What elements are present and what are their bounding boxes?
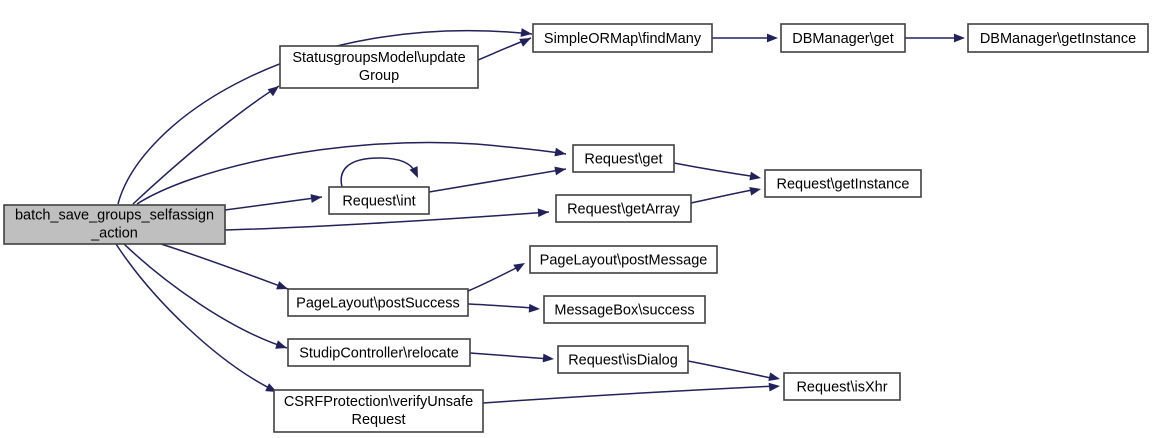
node-label-dbgetInstance: DBManager\getInstance bbox=[980, 31, 1136, 47]
node-msgboxSuccess[interactable]: MessageBox\success bbox=[543, 295, 706, 324]
node-isDialog[interactable]: Request\isDialog bbox=[557, 345, 689, 374]
arrowhead bbox=[537, 208, 549, 218]
node-label-dbget: DBManager\get bbox=[792, 31, 894, 47]
arrowhead bbox=[749, 171, 761, 181]
node-label-isXhr: Request\isXhr bbox=[796, 379, 887, 395]
node-label-reqgetArray: Request\getArray bbox=[567, 201, 681, 217]
arrowhead bbox=[554, 166, 566, 176]
node-label-postSuccess: PageLayout\postSuccess bbox=[296, 295, 460, 311]
node-postMessage[interactable]: PageLayout\postMessage bbox=[529, 245, 718, 274]
node-box-msgboxSuccess[interactable] bbox=[543, 295, 706, 324]
node-box-reqint[interactable] bbox=[328, 186, 430, 215]
arrowhead bbox=[310, 194, 322, 203]
node-label-reqint: Request\int bbox=[342, 193, 415, 209]
edge-reqint-to-reqint bbox=[340, 157, 416, 188]
edge-batch_save-to-reqget bbox=[136, 141, 567, 205]
edge-batch_save-to-reqgetArray bbox=[224, 211, 550, 231]
node-box-batch_save[interactable] bbox=[3, 204, 226, 245]
node-label-verifyUnsafe-line1: CSRFProtection\verifyUnsafe bbox=[284, 394, 473, 410]
node-box-postSuccess[interactable] bbox=[287, 288, 469, 317]
node-box-reqgetArray[interactable] bbox=[555, 194, 692, 223]
node-box-dbgetInstance[interactable] bbox=[967, 23, 1149, 53]
edge-postSuccess-to-msgboxSuccess bbox=[467, 303, 537, 309]
arrowhead bbox=[276, 281, 288, 290]
node-label-isDialog: Request\isDialog bbox=[568, 352, 678, 368]
arrowhead bbox=[409, 166, 418, 178]
node-box-verifyUnsafe[interactable] bbox=[273, 389, 484, 433]
edge-reqget-to-reqgetInstance bbox=[673, 162, 758, 178]
node-box-postMessage[interactable] bbox=[529, 245, 718, 274]
node-dbget[interactable]: DBManager\get bbox=[780, 23, 906, 53]
node-box-relocate[interactable] bbox=[287, 338, 471, 367]
node-reqgetArray[interactable]: Request\getArray bbox=[555, 194, 692, 223]
node-dbgetInstance[interactable]: DBManager\getInstance bbox=[967, 23, 1149, 53]
node-box-findMany[interactable] bbox=[532, 23, 713, 53]
arrowheads-layer bbox=[265, 28, 965, 392]
node-box-updateGroup[interactable] bbox=[279, 45, 479, 89]
edge-batch_save-to-verifyUnsafe bbox=[115, 243, 278, 393]
node-reqint[interactable]: Request\int bbox=[328, 186, 430, 215]
node-box-isXhr[interactable] bbox=[783, 372, 901, 401]
node-label-findMany: SimpleORMap\findMany bbox=[544, 31, 702, 47]
arrowhead bbox=[520, 28, 532, 37]
edge-batch_save-to-relocate bbox=[123, 243, 288, 349]
arrowhead bbox=[767, 33, 778, 43]
arrowhead bbox=[528, 303, 540, 313]
edge-postSuccess-to-postMessage bbox=[467, 264, 523, 292]
arrowhead bbox=[519, 38, 531, 47]
arrowhead bbox=[513, 263, 525, 273]
node-postSuccess[interactable]: PageLayout\postSuccess bbox=[287, 288, 469, 317]
edge-batch_save-to-updateGroup bbox=[132, 85, 280, 205]
edge-relocate-to-isDialog bbox=[469, 352, 551, 360]
node-label-batch_save-line2: _action bbox=[90, 225, 138, 241]
arrowhead bbox=[954, 33, 965, 43]
node-findMany[interactable]: SimpleORMap\findMany bbox=[532, 23, 713, 53]
arrowhead bbox=[749, 186, 761, 196]
nodes-layer: batch_save_groups_selfassign _action Statu… bbox=[3, 23, 1149, 433]
node-label-updateGroup-line2: Group bbox=[359, 68, 399, 84]
node-label-msgboxSuccess: MessageBox\success bbox=[554, 302, 694, 318]
node-label-updateGroup-line1: StatusgroupsModel\update bbox=[292, 50, 465, 66]
node-box-isDialog[interactable] bbox=[557, 345, 689, 374]
node-label-relocate: StudipController\relocate bbox=[299, 345, 459, 361]
arrowhead bbox=[554, 147, 566, 157]
node-label-reqget: Request\get bbox=[584, 151, 662, 167]
arrowhead bbox=[768, 382, 780, 392]
edge-verifyUnsafe-to-isXhr bbox=[482, 385, 777, 404]
edge-isDialog-to-isXhr bbox=[687, 360, 777, 380]
edge-batch_save-to-postSuccess bbox=[160, 243, 289, 290]
edge-reqint-to-reqget bbox=[428, 168, 567, 193]
node-reqgetInstance[interactable]: Request\getInstance bbox=[764, 169, 922, 198]
node-label-postMessage: PageLayout\postMessage bbox=[540, 252, 708, 268]
node-batch_save[interactable]: batch_save_groups_selfassign _action bbox=[3, 204, 226, 245]
node-box-reqgetInstance[interactable] bbox=[764, 169, 922, 198]
node-label-verifyUnsafe-line2: Request bbox=[351, 412, 405, 428]
edge-batch_save-to-findMany bbox=[117, 29, 533, 205]
arrowhead bbox=[542, 353, 554, 363]
arrowhead bbox=[267, 86, 279, 97]
node-label-reqgetInstance: Request\getInstance bbox=[776, 176, 909, 192]
node-relocate[interactable]: StudipController\relocate bbox=[287, 338, 471, 367]
node-box-reqget[interactable] bbox=[572, 144, 675, 173]
node-label-batch_save-line1: batch_save_groups_selfassign bbox=[15, 207, 214, 223]
arrowhead bbox=[275, 340, 287, 349]
edge-batch_save-to-reqint bbox=[224, 196, 323, 211]
edges-layer bbox=[115, 29, 960, 404]
arrowhead bbox=[768, 372, 780, 382]
edge-reqgetArray-to-reqgetInstance bbox=[690, 188, 758, 204]
node-reqget[interactable]: Request\get bbox=[572, 144, 675, 173]
node-box-dbget[interactable] bbox=[780, 23, 906, 53]
node-isXhr[interactable]: Request\isXhr bbox=[783, 372, 901, 401]
